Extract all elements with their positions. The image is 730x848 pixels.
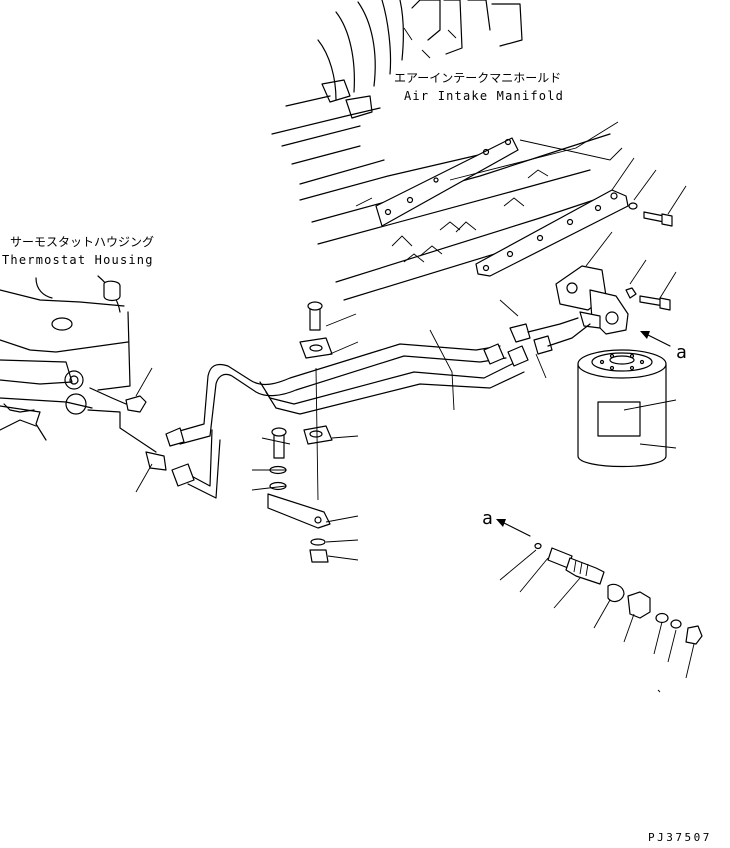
drain-assembly xyxy=(534,542,703,645)
fuel-pipes xyxy=(165,343,529,499)
pipe-clamp-assembly xyxy=(267,301,333,563)
thermostat-housing xyxy=(0,275,157,453)
drawing-code: PJ37507 xyxy=(648,831,712,844)
air-intake-manifold xyxy=(271,0,611,301)
manifold-label-jp: エアーインテークマニホールド xyxy=(394,71,561,85)
connector-fittings xyxy=(145,317,591,471)
filter-head xyxy=(555,265,671,335)
reference-a-upper: a xyxy=(676,342,687,363)
leader-lines xyxy=(135,121,695,693)
mounting-bracket-lower xyxy=(475,189,629,277)
bolt-washer-upper xyxy=(628,202,673,227)
mounting-bracket-upper xyxy=(375,137,519,227)
thermostat-label-jp: サーモスタットハウジング xyxy=(10,235,154,249)
manifold-label-en: Air Intake Manifold xyxy=(404,89,564,103)
reference-arrow-lower xyxy=(496,519,531,537)
reference-a-lower: a xyxy=(482,508,493,529)
fuel-filter xyxy=(577,349,667,468)
thermostat-label-en: Thermostat Housing xyxy=(2,253,154,267)
reference-arrow-upper xyxy=(640,331,671,347)
